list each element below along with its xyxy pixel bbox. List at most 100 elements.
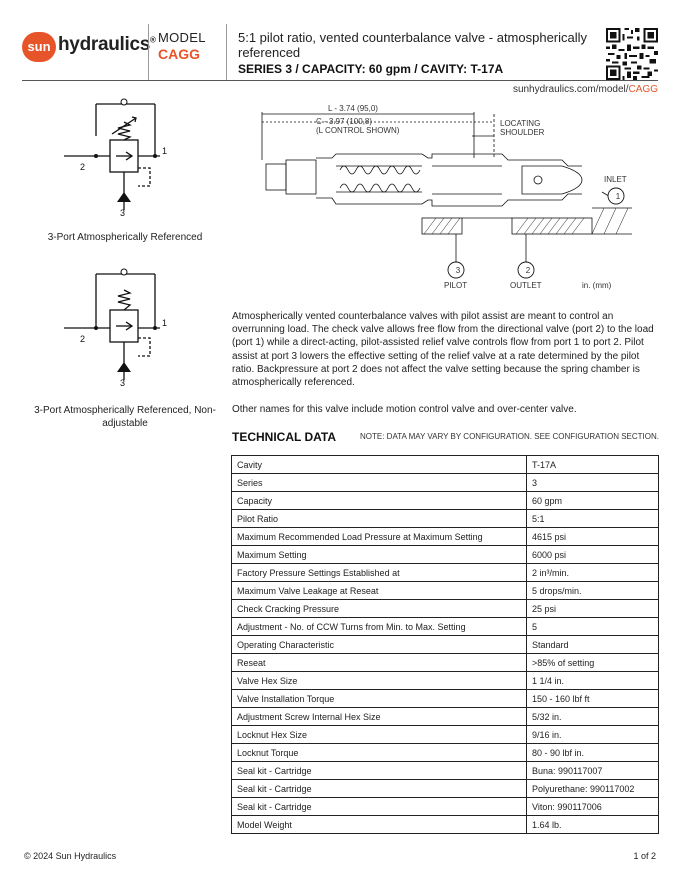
spec-key: Valve Hex Size (231, 671, 527, 690)
spec-key: Adjustment - No. of CCW Turns from Min. … (231, 617, 527, 636)
spec-key: Locknut Hex Size (231, 725, 527, 744)
dimension-l: L - 3.74 (95,0) (328, 104, 378, 113)
spec-value: Buna: 990117007 (526, 761, 659, 780)
qr-code-icon[interactable] (606, 28, 658, 80)
technical-data-note: NOTE: DATA MAY VARY BY CONFIGURATION. SE… (360, 432, 660, 441)
table-row: Maximum Recommended Load Pressure at Max… (231, 527, 659, 546)
locating-label: LOCATING (500, 119, 540, 128)
other-names-text: Other names for this valve include motio… (232, 404, 577, 415)
outlet-port-number: 2 (526, 266, 531, 275)
spec-key: Locknut Torque (231, 743, 527, 762)
outlet-label: OUTLET (510, 281, 542, 290)
spec-value: Standard (526, 635, 659, 654)
spec-key: Capacity (231, 491, 527, 510)
model-label: MODEL (158, 30, 206, 45)
spec-key: Cavity (231, 455, 527, 474)
port-1-label: 1 (162, 146, 167, 156)
header-rule (22, 80, 658, 81)
spec-key: Factory Pressure Settings Established at (231, 563, 527, 582)
spec-key: Seal kit - Cartridge (231, 779, 527, 798)
spec-key: Check Cracking Pressure (231, 599, 527, 618)
port-2-label: 2 (80, 162, 85, 172)
pilot-port-number: 3 (456, 266, 461, 275)
spec-value: 2 in³/min. (526, 563, 659, 582)
series-line: SERIES 3 / CAPACITY: 60 gpm / CAVITY: T-… (238, 62, 504, 76)
spec-key: Model Weight (231, 815, 527, 834)
header-divider (148, 24, 149, 80)
port-3-label: 3 (120, 378, 125, 388)
page-number: 1 of 2 (633, 851, 656, 861)
spec-value: >85% of setting (526, 653, 659, 672)
inlet-port-number: 1 (616, 192, 621, 201)
spec-key: Seal kit - Cartridge (231, 761, 527, 780)
spec-value: 150 - 160 lbf ft (526, 689, 659, 708)
technical-data-heading: TECHNICAL DATA (232, 430, 336, 444)
port-1-label: 1 (162, 318, 167, 328)
hydraulic-symbol-adjustable: 1 2 3 (64, 98, 167, 218)
spec-value: 1 1/4 in. (526, 671, 659, 690)
spec-value: T-17A (526, 455, 659, 474)
spec-value: Polyurethane: 990117002 (526, 779, 659, 798)
port-3-label: 3 (120, 208, 125, 218)
hydraulic-symbol-non-adjustable: 1 2 3 (64, 268, 167, 388)
spec-key: Adjustment Screw Internal Hex Size (231, 707, 527, 726)
table-row: Adjustment - No. of CCW Turns from Min. … (231, 617, 659, 636)
model-code: CAGG (158, 46, 200, 62)
table-row: Factory Pressure Settings Established at… (231, 563, 659, 582)
port-2-label: 2 (80, 334, 85, 344)
spec-value: 3 (526, 473, 659, 492)
spec-key: Maximum Setting (231, 545, 527, 564)
shoulder-label: SHOULDER (500, 128, 545, 137)
spec-value: 5:1 (526, 509, 659, 528)
spec-key: Maximum Valve Leakage at Reseat (231, 581, 527, 600)
page-title: 5:1 pilot ratio, vented counterbalance v… (238, 30, 588, 60)
header-divider (226, 24, 227, 80)
table-row: Reseat>85% of setting (231, 653, 659, 672)
spec-key: Maximum Recommended Load Pressure at Max… (231, 527, 527, 546)
dimension-note: (L CONTROL SHOWN) (316, 126, 400, 135)
logo-sun-badge: sun (22, 32, 56, 62)
spec-key: Pilot Ratio (231, 509, 527, 528)
spec-value: 5/32 in. (526, 707, 659, 726)
spec-key: Reseat (231, 653, 527, 672)
units-label: in. (mm) (582, 281, 612, 290)
spec-value: 80 - 90 lbf in. (526, 743, 659, 762)
valve-cross-section-drawing: 3 2 1 L - 3.74 (95,0) C - 3.97 (100,8) (… (261, 104, 632, 290)
spec-key: Operating Characteristic (231, 635, 527, 654)
spec-value: 60 gpm (526, 491, 659, 510)
spec-value: 4615 psi (526, 527, 659, 546)
spec-key: Seal kit - Cartridge (231, 797, 527, 816)
spec-value: 25 psi (526, 599, 659, 618)
inlet-label: INLET (604, 175, 627, 184)
model-url-link[interactable]: sunhydraulics.com/model/CAGG (512, 84, 658, 95)
copyright-text: © 2024 Sun Hydraulics (24, 851, 117, 861)
description-text: Atmospherically vented counterbalance va… (232, 311, 654, 389)
spec-value: 5 drops/min. (526, 581, 659, 600)
spec-value: Viton: 990117006 (526, 797, 659, 816)
symbol-caption: 3-Port Atmospherically Referenced (47, 232, 203, 243)
dimension-c: C - 3.97 (100,8) (316, 117, 372, 126)
spec-key: Valve Installation Torque (231, 689, 527, 708)
spec-value: 5 (526, 617, 659, 636)
pilot-label: PILOT (444, 281, 467, 290)
spec-value: 6000 psi (526, 545, 659, 564)
sun-hydraulics-logo: sun hydraulics® (22, 32, 156, 62)
spec-value: 9/16 in. (526, 725, 659, 744)
spec-key: Series (231, 473, 527, 492)
